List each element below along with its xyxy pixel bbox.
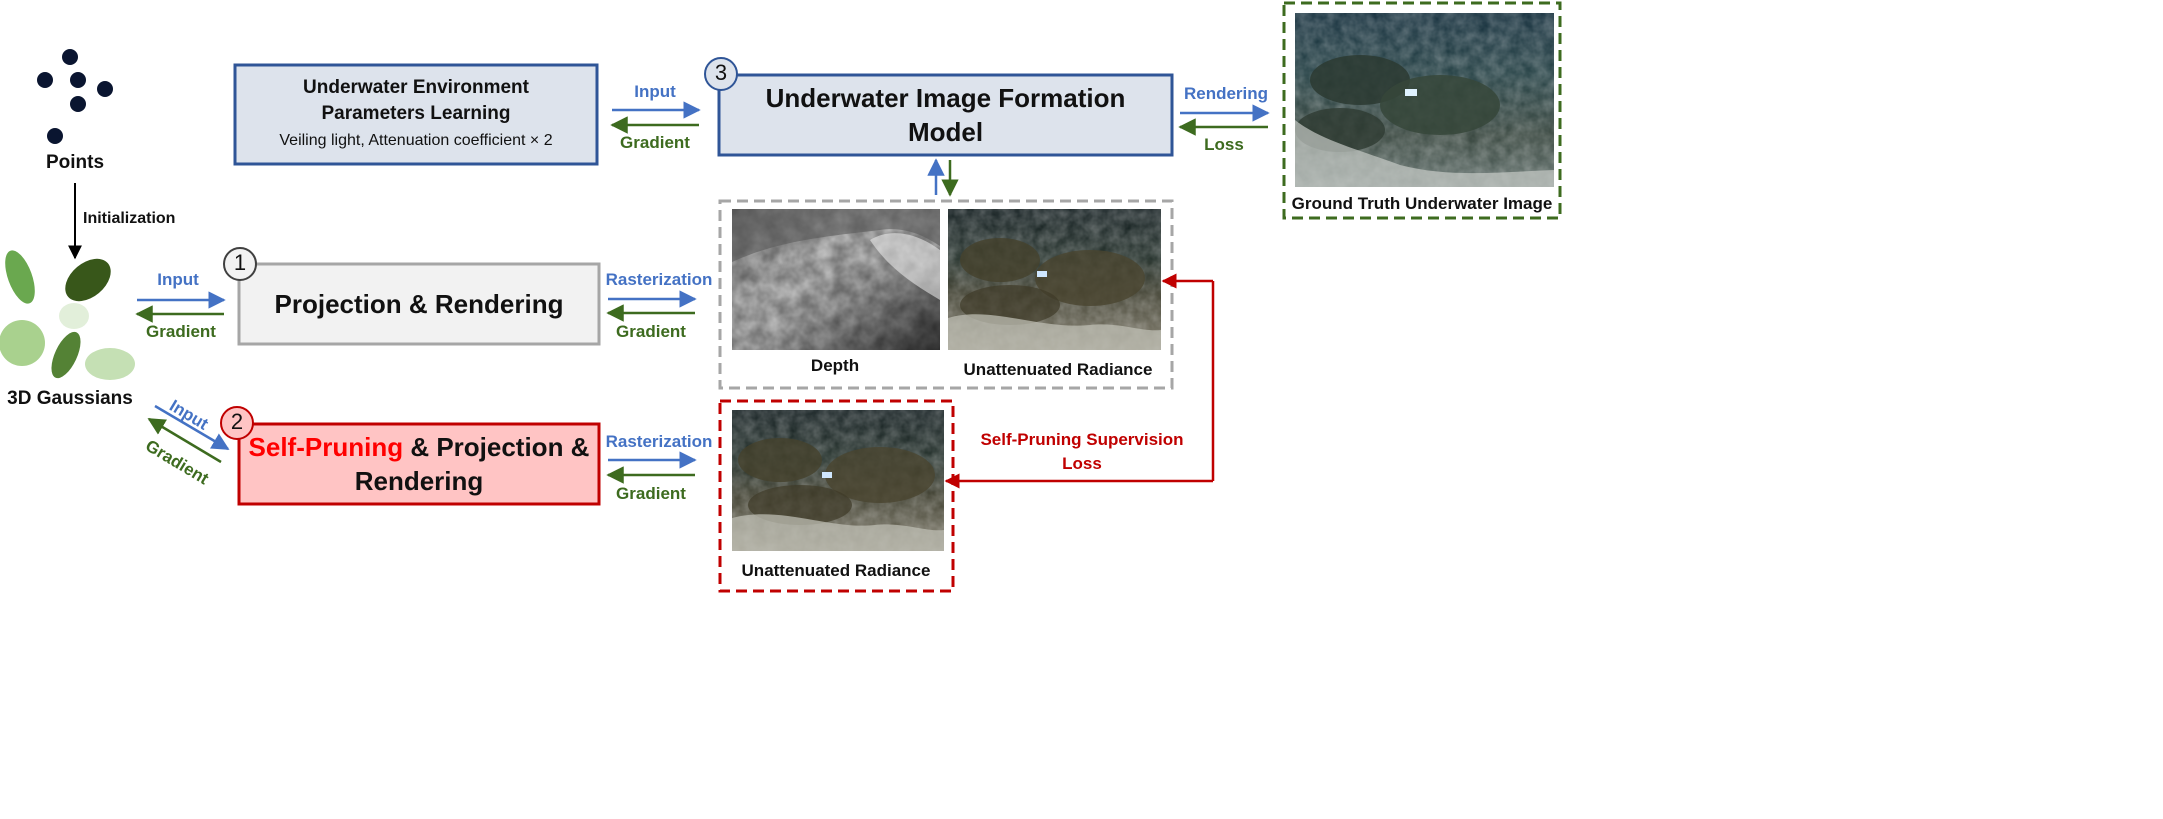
projection-number-badge	[223, 247, 257, 281]
proj-input-label: Input	[157, 270, 199, 289]
ground-truth-group	[1282, 1, 1562, 220]
projection-box-text: Projection & Rendering	[239, 264, 599, 344]
self-pruning-highlight: Self-Pruning	[248, 432, 404, 462]
sp-input-arrow	[154, 404, 230, 451]
unatt2-label: Unattenuated Radiance	[741, 561, 931, 580]
self-pruning-number: 2	[230, 409, 244, 434]
unattenuated-radiance-image	[948, 209, 1161, 350]
projection-title: Projection & Rendering	[274, 288, 564, 319]
formation-number: 3	[714, 60, 728, 85]
env-subtitle: Veiling light, Attenuation coefficient ×…	[279, 131, 553, 149]
supervision-line1: Self-Pruning Supervision	[980, 430, 1184, 449]
sp-rasterization-label: Rasterization	[605, 432, 713, 451]
self-pruning-box-text: Self-Pruning & Projection & Rendering	[239, 424, 599, 504]
supervision-line2: Loss	[1062, 454, 1102, 473]
depth-label: Depth	[810, 356, 860, 375]
proj-gradient2-label: Gradient	[616, 322, 686, 341]
self-pruning-box	[237, 422, 601, 506]
proj-gradient-label: Gradient	[146, 322, 216, 341]
env-params-box	[233, 63, 599, 166]
loss-label: Loss	[1204, 135, 1244, 154]
formation-box-text: Underwater Image Formation Model	[719, 75, 1172, 155]
formation-title-line2: Model	[907, 117, 984, 147]
formation-title-line1: Underwater Image Formation	[765, 83, 1126, 113]
self-pruning-output-group	[718, 399, 955, 593]
projection-box	[237, 262, 601, 346]
initialization-label: Initialization	[83, 210, 176, 227]
points-cloud	[37, 49, 113, 144]
formation-number-badge	[704, 57, 738, 91]
rendering-label: Rendering	[1183, 84, 1269, 103]
sp-gradient2-label: Gradient	[616, 484, 686, 503]
env-gradient-label: Gradient	[620, 133, 690, 152]
proj-rasterization-label: Rasterization	[605, 270, 713, 289]
gt-label: Ground Truth Underwater Image	[1291, 194, 1553, 213]
env-title-line2: Parameters Learning	[321, 102, 511, 124]
env-title-line1: Underwater Environment	[303, 76, 529, 98]
formation-model-box	[717, 73, 1174, 157]
sp-gradient-arrow	[147, 417, 222, 464]
self-pruning-number-badge	[220, 406, 254, 440]
projection-number: 1	[233, 250, 247, 275]
env-box-text: Underwater Environment Parameters Learni…	[235, 65, 597, 164]
gaussian-ellipses	[0, 250, 135, 380]
gaussians-label: 3D Gaussians	[7, 388, 133, 409]
self-pruning-title-line2: Rendering	[354, 466, 484, 496]
unattenuated-radiance-image-2	[732, 410, 944, 551]
points-label: Points	[45, 152, 105, 173]
self-pruning-title-rest: & Projection &	[403, 432, 590, 462]
depth-radiance-group	[718, 199, 1174, 390]
depth-image	[732, 209, 940, 350]
unatt-label: Unattenuated Radiance	[963, 360, 1153, 379]
env-input-label: Input	[634, 82, 676, 101]
ground-truth-image	[1295, 13, 1554, 187]
